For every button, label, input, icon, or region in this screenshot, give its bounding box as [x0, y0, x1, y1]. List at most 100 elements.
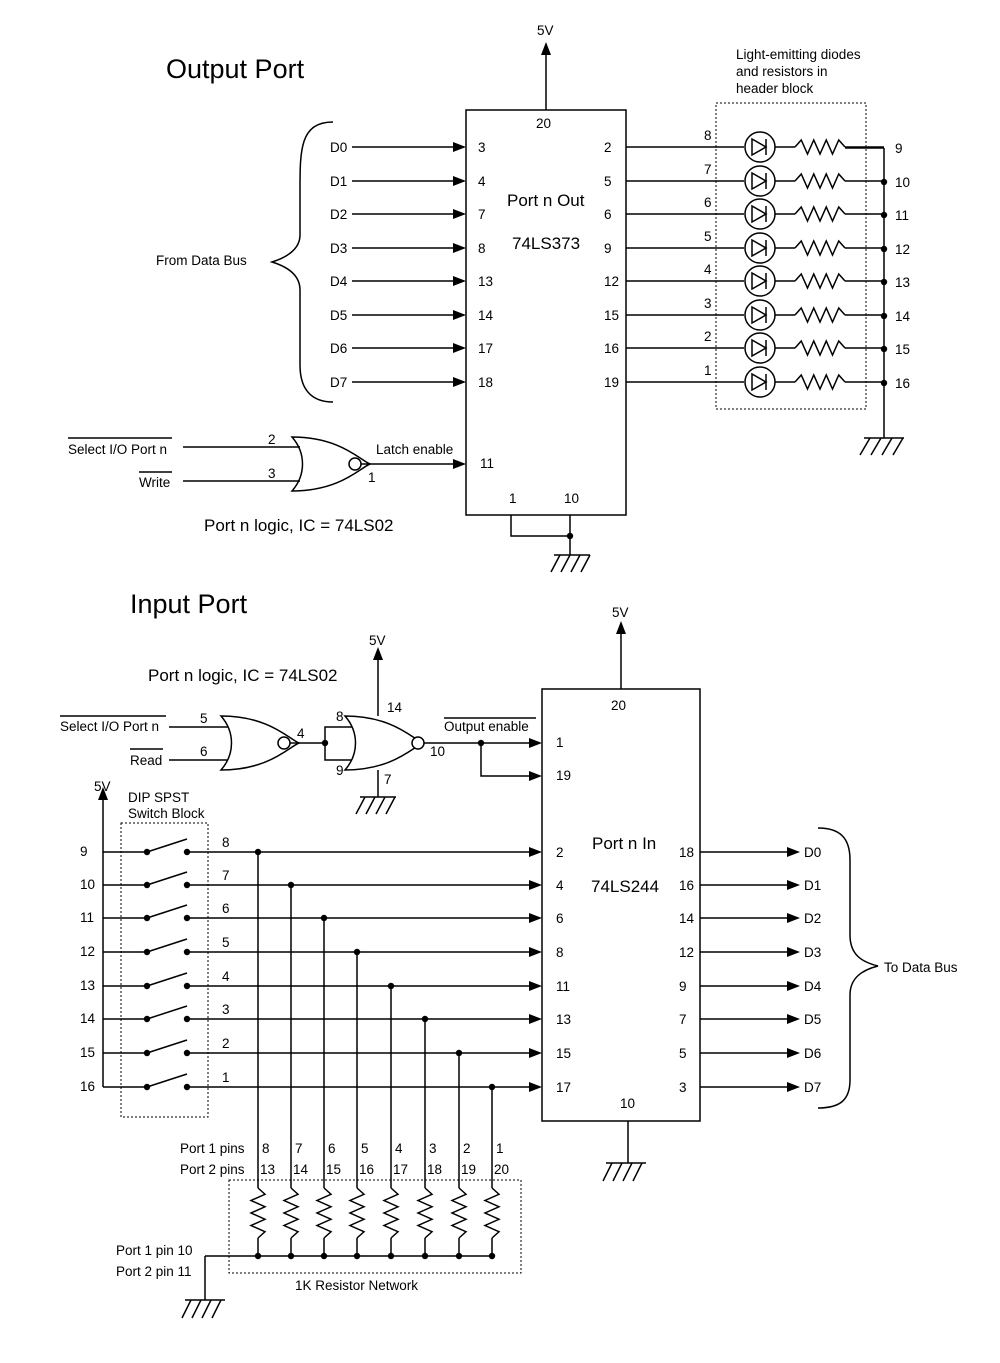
junction-dot — [880, 379, 888, 387]
led-number: 6 — [704, 195, 712, 210]
data-line-label: D3 — [330, 241, 347, 256]
junction-dot — [488, 1252, 496, 1260]
header-pin-number: 12 — [895, 242, 910, 257]
ic-244-input-pin: 4 — [556, 878, 564, 893]
ic-74ls373-body — [465, 109, 627, 516]
gate2-pin-9: 9 — [336, 763, 344, 778]
header-pin-number: 13 — [895, 275, 910, 290]
led-block-label-3: header block — [736, 81, 814, 96]
data-line-label: D6 — [804, 1046, 821, 1061]
switch-left-pin: 10 — [80, 877, 95, 892]
port2-pins-label: Port 2 pins — [180, 1162, 245, 1177]
to-data-bus-label: To Data Bus — [884, 960, 958, 975]
ic-244-name: Port n In — [592, 834, 656, 853]
led-number: 4 — [704, 262, 712, 277]
wiring-layer — [60, 42, 904, 1319]
port2-pin-number: 17 — [393, 1162, 408, 1177]
switch-number: 4 — [222, 969, 230, 984]
rn-label: 1K Resistor Network — [295, 1278, 418, 1293]
gate1-pin-6: 6 — [200, 744, 208, 759]
resistor-icon — [282, 1187, 300, 1239]
switch-number: 2 — [222, 1036, 230, 1051]
switch-blade-icon — [146, 1005, 188, 1020]
resistor-icon — [249, 1187, 267, 1239]
resistor-icon — [348, 1187, 366, 1239]
resistor-icon — [794, 205, 846, 223]
resistor-icon — [794, 172, 846, 190]
junction-dot — [353, 1252, 361, 1260]
port1-pin-number: 3 — [429, 1141, 437, 1156]
junction-dot — [880, 312, 888, 320]
arrow-head — [529, 1048, 542, 1058]
arrow-head — [529, 947, 542, 957]
gate-out-pin-1: 1 — [368, 470, 376, 485]
resistor-network-block — [228, 1179, 522, 1274]
ic-373-output-pin: 2 — [604, 140, 612, 155]
arrow-head — [453, 343, 466, 353]
switch-number: 3 — [222, 1002, 230, 1017]
ic-373-output-pin: 15 — [604, 308, 619, 323]
ic-244-pin-19: 19 — [556, 768, 571, 783]
junction-dot — [254, 1252, 262, 1260]
led-number: 7 — [704, 162, 712, 177]
led-number: 5 — [704, 229, 712, 244]
data-line-label: D6 — [330, 341, 347, 356]
switch-left-pin: 9 — [80, 844, 88, 859]
arrow-head — [529, 1014, 542, 1024]
ic-373-input-pin: 18 — [478, 375, 493, 390]
select-io-label-in: Select I/O Port n — [60, 719, 159, 734]
ic-373-input-pin: 3 — [478, 140, 486, 155]
write-label: Write — [139, 475, 170, 490]
led-icon — [744, 265, 776, 297]
output-logic-label: Port n logic, IC = 74LS02 — [204, 516, 393, 535]
header-pin-number: 16 — [895, 376, 910, 391]
junction-dot — [320, 1252, 328, 1260]
resistor-icon — [794, 138, 846, 156]
data-line-label: D1 — [330, 174, 347, 189]
data-line-label: D0 — [804, 845, 821, 860]
led-number: 2 — [704, 329, 712, 344]
arrow-head — [787, 947, 800, 957]
arrow-head — [787, 981, 800, 991]
switch-number: 1 — [222, 1070, 230, 1085]
led-block-label-2: and resistors in — [736, 64, 828, 79]
led-header-block — [715, 102, 867, 410]
port2-pin-number: 18 — [427, 1162, 442, 1177]
gate1-pin-5: 5 — [200, 711, 208, 726]
ic-244-output-pin: 16 — [679, 878, 694, 893]
arrow-head — [529, 913, 542, 923]
ic-373-input-pin: 4 — [478, 174, 486, 189]
ic-244-part: 74LS244 — [591, 877, 659, 896]
arrow-head — [529, 981, 542, 991]
resistor-icon — [794, 339, 846, 357]
resistor-icon — [794, 272, 846, 290]
ic-244-input-pin: 17 — [556, 1080, 571, 1095]
ic-244-output-pin: 7 — [679, 1012, 687, 1027]
switch-blade-icon — [146, 938, 188, 953]
resistor-icon — [382, 1187, 400, 1239]
ic-373-output-pin: 9 — [604, 241, 612, 256]
data-line-label: D5 — [804, 1012, 821, 1027]
port1-pins-label: Port 1 pins — [180, 1141, 245, 1156]
ic-244-input-pin: 8 — [556, 945, 564, 960]
header-pin-number: 9 — [895, 141, 903, 156]
junction-dot — [287, 1252, 295, 1260]
switch-blade-icon — [146, 838, 188, 853]
ic-244-pin-10: 10 — [620, 1096, 635, 1111]
input-ic-vcc: 5V — [612, 605, 629, 620]
ic-244-output-pin: 3 — [679, 1080, 687, 1095]
led-icon — [744, 299, 776, 331]
ic-244-input-pin: 6 — [556, 911, 564, 926]
arrow-head — [453, 310, 466, 320]
ic-244-output-pin: 14 — [679, 911, 695, 926]
switch-number: 8 — [222, 835, 230, 850]
latch-enable-label: Latch enable — [376, 442, 453, 457]
ic-244-output-pin: 18 — [679, 845, 694, 860]
junction-dot — [880, 278, 888, 286]
switch-blade-icon — [146, 1039, 188, 1054]
port2-pin-number: 20 — [494, 1162, 509, 1177]
data-line-label: D7 — [804, 1080, 821, 1095]
ic-244-output-pin: 5 — [679, 1046, 687, 1061]
port1-pin-number: 4 — [395, 1141, 403, 1156]
